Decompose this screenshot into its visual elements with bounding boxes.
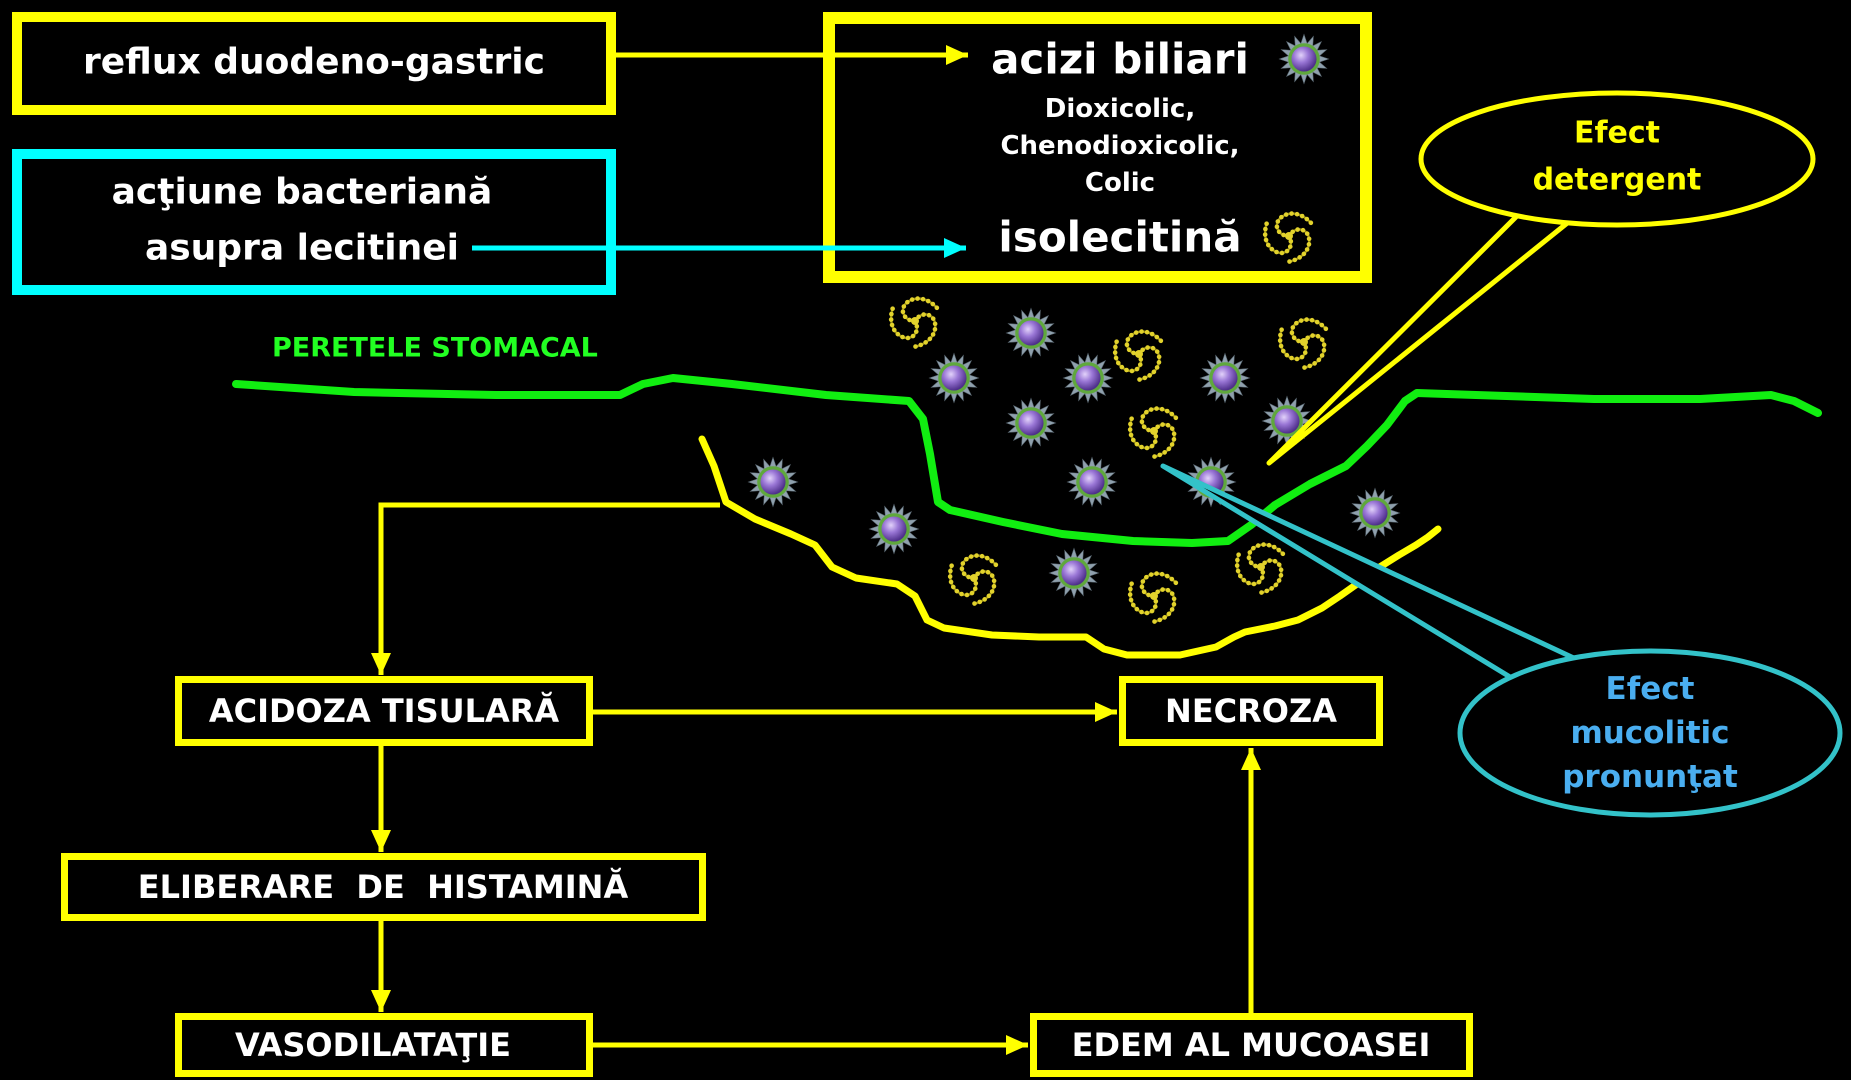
isolecithin-particle [1121,400,1177,457]
bile-acids-title: acizi biliari [991,35,1249,84]
bacterial-action-line-1: acţiune bacteriană [112,172,493,213]
vasodilation-label: VASODILATAŢIE [235,1026,511,1064]
bacterial-action-line-2: asupra lecitinei [145,228,459,269]
arrow-ulcer-to-acidosis [381,505,720,675]
bile-acid-particle [1262,396,1311,445]
necrosis-box: NECROZA [1123,680,1380,743]
bile-acid-item: Chenodioxicolic, [1000,131,1239,161]
bile-acid-particle [1006,308,1055,357]
histamine-label: ELIBERARE DE HISTAMINĂ [138,868,629,906]
mucolytic-callout-line-1: Efect [1606,671,1695,707]
histamine-box: ELIBERARE DE HISTAMINĂ [65,857,703,918]
detergent-callout-pointer [1269,198,1576,463]
bile-acid-particle [1200,353,1249,402]
bile-acid-item: Dioxicolic, [1045,94,1195,124]
isolecithin-particle [941,547,997,604]
edema-label: EDEM AL MUCOASEI [1072,1026,1431,1064]
mucolytic-callout-line-3: pronunţat [1562,759,1738,795]
stomach-wall-label: PERETELE STOMACAL [272,333,598,364]
bile-acid-particle [869,504,918,553]
bile-acid-particle [1049,548,1098,597]
isolecithin-icon [1256,205,1312,262]
isolecithin-particle [1121,565,1177,622]
isolecithin-particle [1106,323,1162,380]
detergent-callout-line-2: detergent [1533,163,1702,198]
bacterial-action-box: acţiune bacteriană asupra lecitinei [17,154,611,290]
detergent-callout-bubble [1421,93,1813,225]
bile-acid-particle [1067,457,1116,506]
bile-acid-icon [1279,34,1328,83]
edema-box: EDEM AL MUCOASEI [1034,1017,1470,1074]
reflux-label: reflux duodeno-gastric [83,42,545,83]
isolecithin-label: isolecitină [998,213,1241,262]
isolecithin-particle [882,290,938,347]
isolecithin-particle [1271,311,1327,368]
acidosis-label: ACIDOZA TISULARĂ [209,692,560,730]
mucolytic-callout: Efect mucolitic pronunţat [1163,466,1840,815]
necrosis-label: NECROZA [1165,692,1337,730]
vasodilation-box: VASODILATAŢIE [179,1017,590,1074]
stomach-wall-line [236,378,1818,543]
isolecithin-particle [1228,536,1284,593]
bile-acid-item: Colic [1085,168,1155,198]
bile-acid-particle [1350,488,1399,537]
detergent-callout-line-1: Efect [1574,116,1660,151]
acidosis-box: ACIDOZA TISULARĂ [179,680,590,743]
mucolytic-callout-line-2: mucolitic [1570,715,1729,751]
bile-acid-particle [1063,353,1112,402]
bile-acid-particle [748,457,797,506]
bile-acid-particle [1006,398,1055,447]
reflux-box: reflux duodeno-gastric [17,17,611,110]
bile-acid-particle [929,353,978,402]
